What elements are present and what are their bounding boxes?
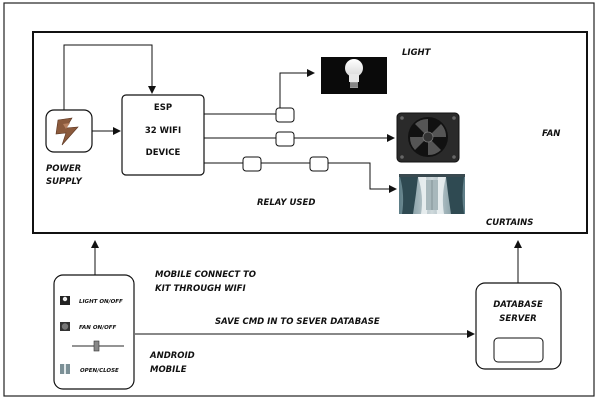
mobile-connect-label-line2: KIT THROUGH WIFI [155, 284, 246, 294]
curtains-connector [204, 162, 397, 193]
relay-used-label: RELAY USED [257, 198, 315, 208]
fan-label: FAN [542, 129, 560, 139]
bulb-small-icon [60, 296, 70, 305]
database-label-line2: SERVER [499, 314, 536, 324]
database-drive-icon [493, 337, 544, 363]
slider[interactable] [72, 340, 124, 352]
curtains-icon [399, 174, 465, 214]
power-connector [63, 44, 156, 110]
mobile-connect-label-line1: MOBILE CONNECT TO [155, 270, 256, 280]
light-connector [204, 69, 315, 115]
power-supply-label-line1: POWER [46, 164, 81, 174]
lightning-icon [55, 117, 79, 146]
hardware-kit-frame [32, 31, 588, 234]
outer-border [3, 2, 595, 397]
curtain-small-icon [60, 364, 70, 374]
fan-small-icon [60, 322, 70, 331]
android-label-line2: MOBILE [150, 365, 187, 375]
light-toggle-label[interactable]: LIGHT ON/OFF [79, 299, 123, 305]
light-label: LIGHT [402, 48, 432, 58]
database-label-line1: DATABASE [493, 300, 543, 310]
esp32-device-box [121, 94, 205, 176]
relay-light [275, 107, 295, 123]
power-supply-label-line2: SUPPLY [46, 177, 83, 187]
android-phone [53, 274, 135, 390]
esp32-label-line3: DEVICE [146, 148, 181, 158]
slider-handle[interactable] [93, 340, 100, 352]
fan-toggle-label[interactable]: FAN ON/OFF [79, 325, 117, 331]
curtains-label: CURTAINS [486, 218, 533, 228]
save-command-label: SAVE CMD IN TO SEVER DATABASE [215, 317, 380, 327]
esp32-label-line1: ESP [154, 103, 172, 113]
relay-curtains-1 [242, 156, 262, 172]
relay-curtains-2 [309, 156, 329, 172]
light-bulb-icon [321, 57, 387, 94]
curtain-toggle-label[interactable]: OPEN/CLOSE [80, 368, 119, 374]
relay-fan [275, 131, 295, 147]
fan-icon [396, 112, 460, 163]
android-label-line1: ANDROID [149, 351, 195, 361]
esp32-label-line2: 32 WIFI [145, 126, 181, 136]
